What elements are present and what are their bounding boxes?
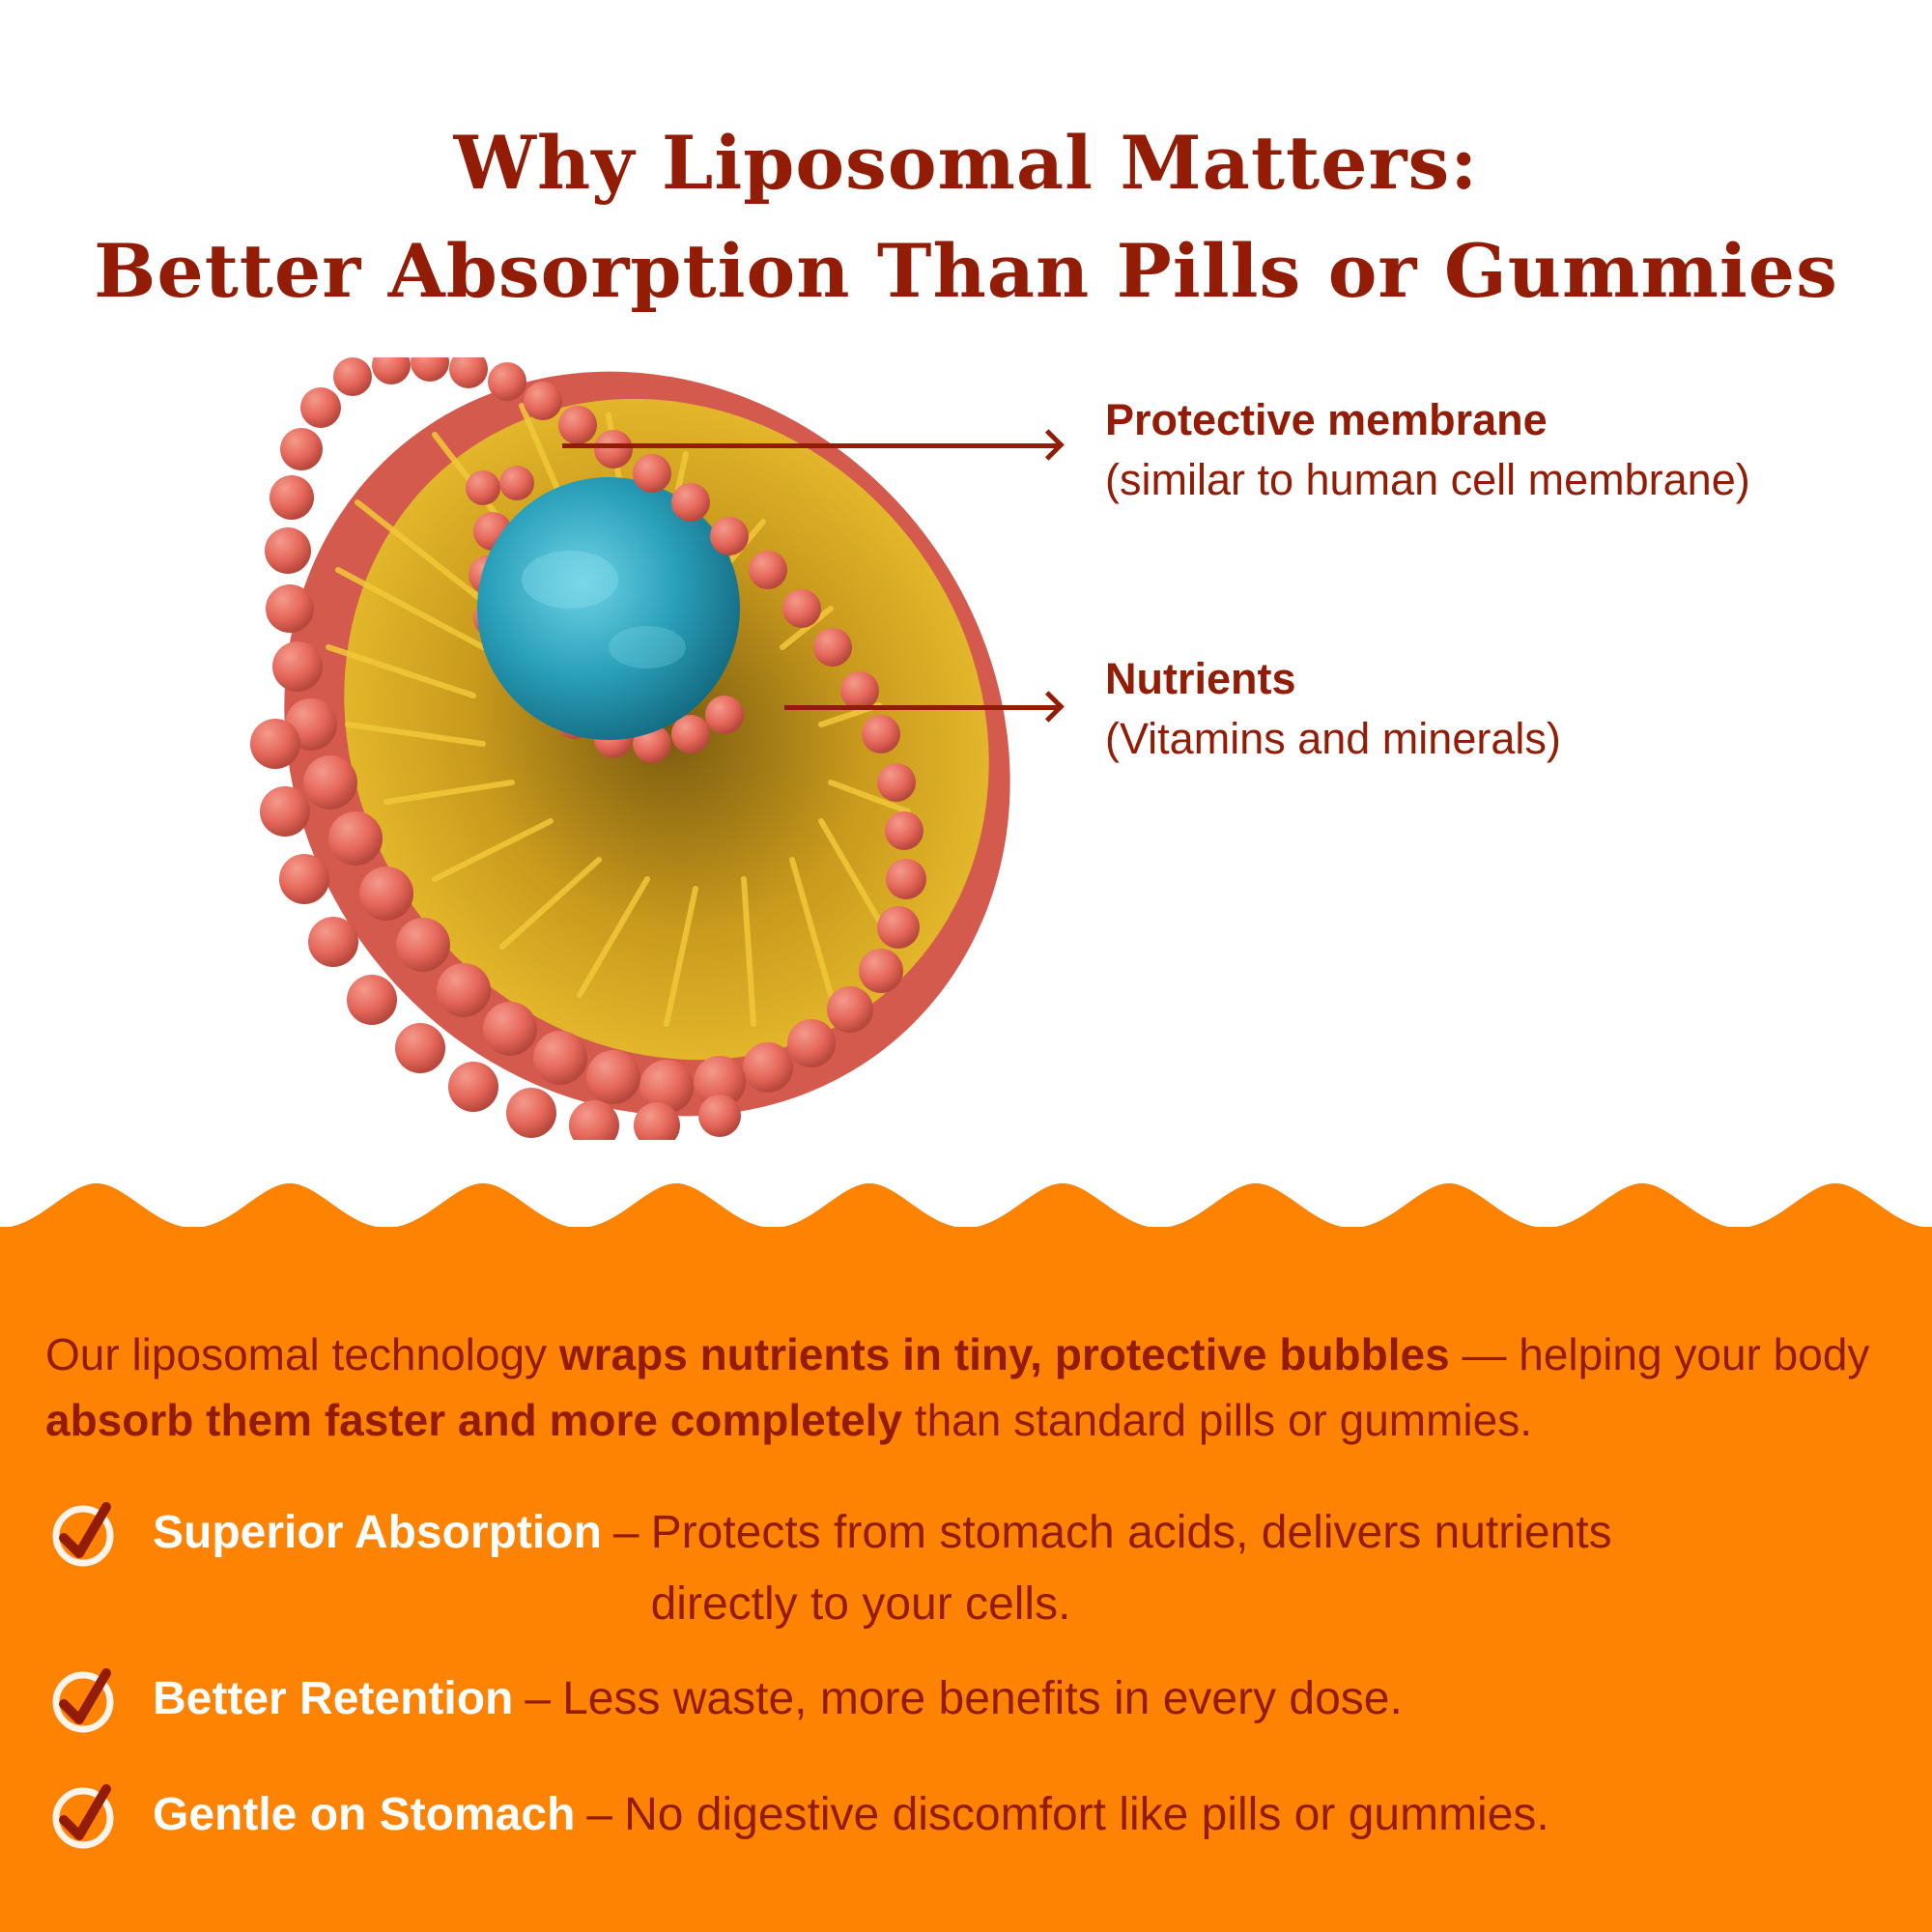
liposome-illustration — [250, 357, 1010, 1140]
benefit-item: Superior Absorption – Protects from stom… — [48, 1497, 1617, 1640]
check-circle-icon — [48, 1663, 126, 1735]
callout-nutrients: Nutrients (Vitamins and minerals) — [1105, 649, 1561, 769]
callout-subtext: (similar to human cell membrane) — [1105, 455, 1750, 504]
benefit-description: Protects from stomach acids, delivers nu… — [650, 1507, 1612, 1630]
benefit-name: Better Retention — [153, 1673, 514, 1724]
benefit-name: Superior Absorption — [153, 1507, 602, 1558]
check-circle-icon — [48, 1497, 126, 1569]
liposome-diagram — [242, 357, 1063, 1140]
intro-paragraph: Our liposomal technology wraps nutrients… — [45, 1321, 1910, 1453]
title-line-2: Better Absorption Than Pills or Gummies — [94, 227, 1838, 314]
benefits-panel — [0, 1227, 1932, 1932]
benefit-separator: – — [586, 1789, 613, 1840]
intro-text: — helping your body — [1449, 1329, 1870, 1379]
benefit-description: Less waste, more benefits in every dose. — [562, 1673, 1403, 1724]
check-circle-icon — [48, 1779, 126, 1851]
benefit-item: Gentle on Stomach – No digestive discomf… — [48, 1779, 1549, 1851]
callout-subtext: (Vitamins and minerals) — [1105, 714, 1561, 763]
title-line-1: Why Liposomal Matters: — [453, 119, 1479, 206]
benefit-separator: – — [612, 1507, 639, 1558]
benefit-name: Gentle on Stomach — [153, 1789, 576, 1840]
intro-text: than standard pills or gummies. — [902, 1395, 1533, 1445]
membrane-pointer-arrow-icon — [562, 443, 1058, 448]
benefit-item: Better Retention – Less waste, more bene… — [48, 1663, 1403, 1735]
wave-divider — [0, 1183, 1932, 1232]
nutrients-pointer-arrow-icon — [784, 705, 1058, 710]
callout-label: Nutrients — [1105, 654, 1296, 703]
benefit-separator: – — [525, 1673, 552, 1724]
intro-emphasis: absorb them faster and more completely — [45, 1395, 903, 1445]
callout-protective-membrane: Protective membrane (similar to human ce… — [1105, 390, 1750, 510]
benefit-description: No digestive discomfort like pills or gu… — [624, 1789, 1549, 1840]
callout-label: Protective membrane — [1105, 395, 1548, 444]
intro-text: Our liposomal technology — [45, 1329, 559, 1379]
intro-emphasis: wraps nutrients in tiny, protective bubb… — [558, 1329, 1450, 1379]
page-title: Why Liposomal Matters: Better Absorption… — [0, 109, 1932, 326]
